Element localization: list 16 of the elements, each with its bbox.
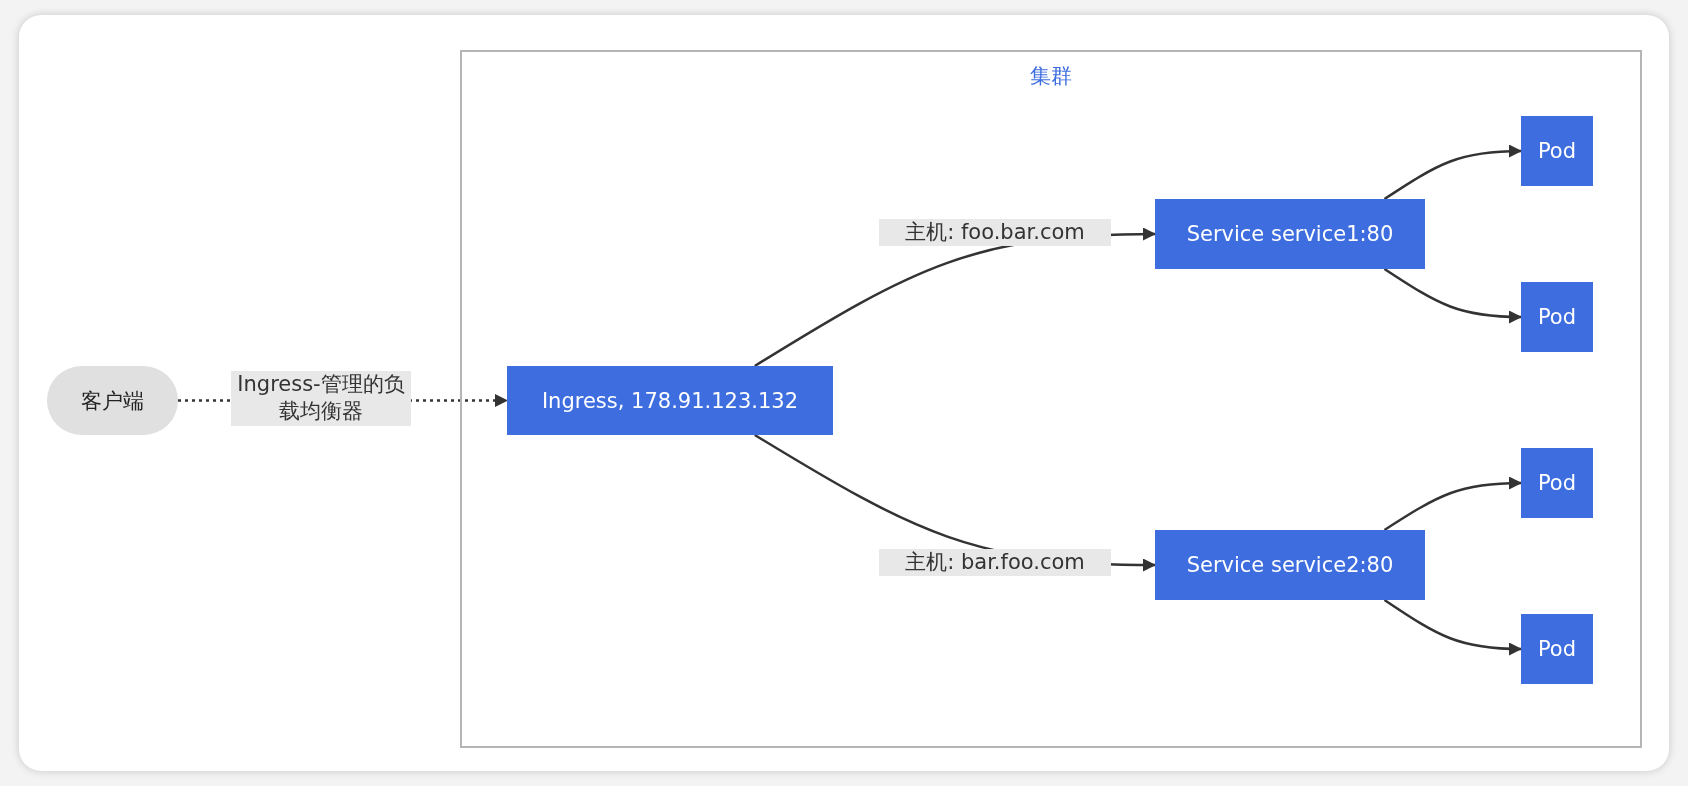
process-box: Pod	[1521, 614, 1593, 684]
arrow	[1383, 144, 1522, 201]
process-box: Ingress, 178.91.123.132	[507, 366, 833, 435]
process-box: Service service1:80	[1155, 199, 1425, 269]
process-box: Pod	[1521, 282, 1593, 352]
cluster-title: 集群	[1030, 63, 1072, 90]
arrow	[1383, 598, 1522, 656]
cluster-boundary	[460, 50, 1642, 748]
process-box: Service service2:80	[1155, 530, 1425, 600]
arrow	[1383, 476, 1522, 532]
arrow	[1383, 267, 1522, 324]
process-box: Pod	[1521, 116, 1593, 186]
edge-label: 主机: foo.bar.com	[879, 219, 1111, 247]
process-box: Pod	[1521, 448, 1593, 518]
edge-label: Ingress-管理的负载均衡器	[231, 371, 411, 426]
edge-label: 主机: bar.foo.com	[879, 549, 1111, 577]
